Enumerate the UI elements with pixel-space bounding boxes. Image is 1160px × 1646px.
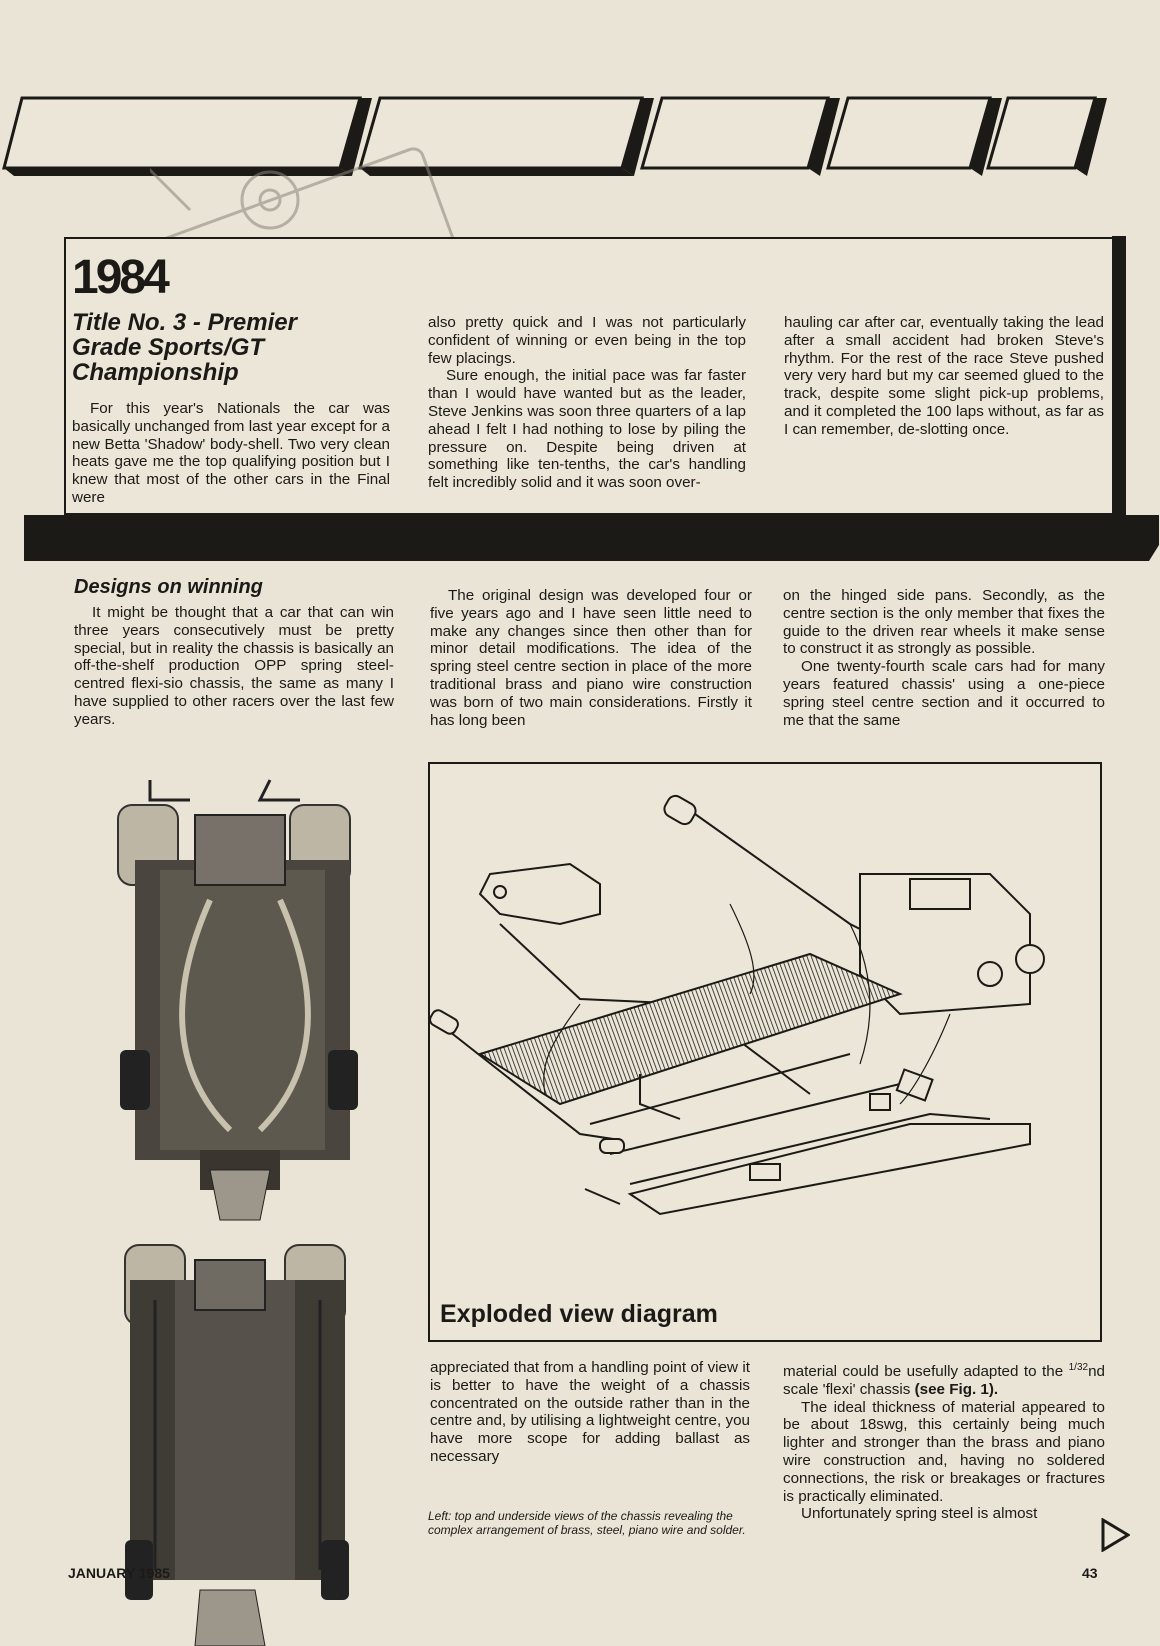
diagram-frame (428, 762, 1102, 1342)
results-box (64, 237, 1114, 515)
lower-column-3: material could be usefully adapted to th… (783, 1359, 1105, 1523)
lower-col3a-pre: material could be usefully adapted to th… (783, 1363, 1069, 1381)
box-column-3: hauling car after car, eventually taking… (784, 314, 1104, 439)
info-box-shadow (24, 515, 1159, 561)
designs-col2-text: The original design was developed four o… (430, 587, 752, 729)
info-box-right-shadow (1112, 236, 1126, 536)
designs-col1-text: It might be thought that a car that can … (74, 604, 394, 728)
section-title: Title No. 3 - Premier Grade Sports/GT Ch… (72, 309, 297, 386)
designs-col3b-text: One twenty-fourth scale cars had for man… (783, 658, 1105, 729)
box-col3-text: hauling car after car, eventually taking… (784, 314, 1104, 438)
lower-column-2: appreciated that from a handling point o… (430, 1359, 750, 1466)
lower-col3a-post: nd scale 'flexi' chassis (783, 1363, 1105, 1398)
designs-column-1: It might be thought that a car that can … (74, 604, 394, 729)
chassis-underside-photo (115, 1240, 360, 1646)
lower-col3b-text: The ideal thickness of material appeared… (783, 1398, 1105, 1505)
header-shapes (2, 96, 1107, 176)
centre-plate (477, 952, 903, 1106)
lower-col2-text: appreciated that from a handling point o… (430, 1359, 750, 1465)
designs-heading: Designs on winning (74, 576, 263, 598)
fig-reference: (see Fig. 1). (914, 1380, 999, 1398)
scale-fraction: 1/32 (1068, 1362, 1089, 1373)
page-number: 43 (1082, 1565, 1098, 1581)
box-col1-text: For this year's Nationals the car was ba… (72, 400, 390, 506)
rear-pan (627, 1123, 1031, 1216)
box-column-1: For this year's Nationals the car was ba… (72, 400, 390, 507)
box-column-2: also pretty quick and I was not particul… (428, 314, 746, 492)
footer-date: JANUARY 1985 (68, 1565, 170, 1581)
continue-arrow-icon (1101, 1518, 1130, 1552)
guide-plate (478, 862, 601, 926)
designs-column-3: on the hinged side pans. Secondly, as th… (783, 587, 1105, 729)
diagram-title: Exploded view diagram (440, 1300, 718, 1328)
section-year: 1984 (72, 251, 170, 304)
designs-column-2: The original design was developed four o… (430, 587, 752, 729)
chassis-top-photo (110, 770, 380, 1230)
photo-caption: Left: top and underside views of the cha… (428, 1509, 746, 1537)
lower-col3a-text: material could be usefully adapted to th… (783, 1359, 1105, 1399)
box-col2-text: also pretty quick and I was not particul… (428, 314, 746, 367)
box-col2b-text: Sure enough, the initial pace was far fa… (428, 367, 746, 492)
designs-col3a-text: on the hinged side pans. Secondly, as th… (783, 587, 1105, 658)
lower-col3c-text: Unfortunately spring steel is almost (801, 1505, 1038, 1523)
exploded-view-diagram (430, 794, 1045, 1216)
